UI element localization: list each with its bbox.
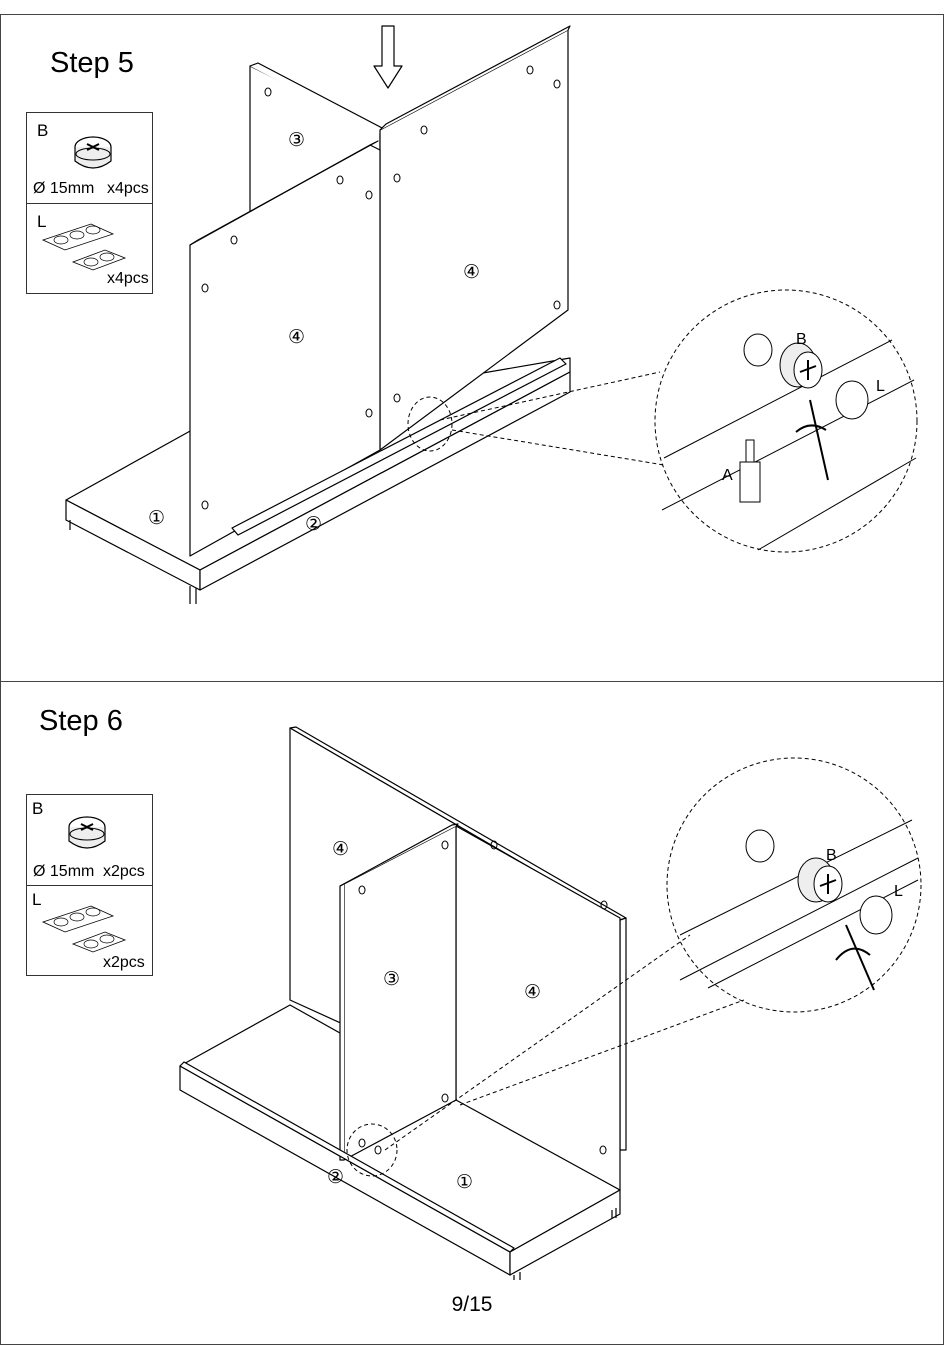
part-b-cell: B Ø 15mm x2pcs [27, 795, 152, 886]
panel-number-3: ③ [288, 129, 305, 151]
step-6-assembly-diagram: B L ④ ③ ④ ① ② [179, 726, 922, 1280]
step-5-parts-box: B Ø 15mm x4pcs L x4pcs [26, 112, 153, 294]
step-5-assembly-diagram: B L A ① ② ③ ④ ④ [65, 25, 918, 604]
panel-number-4-back: ④ [332, 838, 349, 860]
detail-label-cap: L [894, 883, 903, 900]
panel-number-2: ② [305, 513, 322, 535]
cam-lock-icon [74, 136, 112, 169]
panel-number-1: ① [456, 1171, 473, 1193]
panel-number-4-divider: ④ [524, 981, 541, 1003]
page-frame [0, 14, 944, 1345]
part-l-cell: L x4pcs [27, 204, 152, 294]
step-5-title: Step 5 [50, 47, 134, 79]
part-letter: B [37, 121, 49, 140]
cam-lock-icon [68, 816, 106, 849]
part-spec: Ø 15mm [33, 863, 95, 880]
part-l-cell: L x2pcs [27, 886, 152, 976]
detail-label-dowel: A [722, 467, 733, 484]
panel-number-4-right: ④ [463, 261, 480, 283]
detail-label-cam: B [796, 331, 807, 348]
step-6-parts-box: B Ø 15mm x2pcs L x2pcs [26, 794, 153, 976]
part-letter: L [37, 212, 47, 231]
panel-number-3: ③ [383, 968, 400, 990]
cover-caps-sheet-icon [41, 223, 127, 271]
panel-number-2: ② [327, 1166, 344, 1188]
panel-number-1: ① [148, 507, 165, 529]
part-letter: L [32, 890, 42, 909]
part-b-cell: B Ø 15mm x4pcs [27, 113, 152, 204]
detail-label-cam: B [826, 847, 837, 864]
part-qty: x4pcs [107, 180, 149, 197]
step-divider [0, 681, 944, 682]
part-qty: x2pcs [103, 954, 145, 971]
page-number: 9/15 [451, 1293, 493, 1316]
cover-caps-sheet-icon [41, 905, 127, 953]
panel-number-4-left: ④ [288, 326, 305, 348]
part-letter: B [32, 799, 44, 818]
part-qty: x2pcs [103, 863, 145, 880]
step-6-title: Step 6 [39, 705, 123, 737]
part-spec: Ø 15mm [33, 180, 95, 197]
detail-label-cap: L [876, 378, 885, 395]
part-qty: x4pcs [107, 270, 149, 287]
